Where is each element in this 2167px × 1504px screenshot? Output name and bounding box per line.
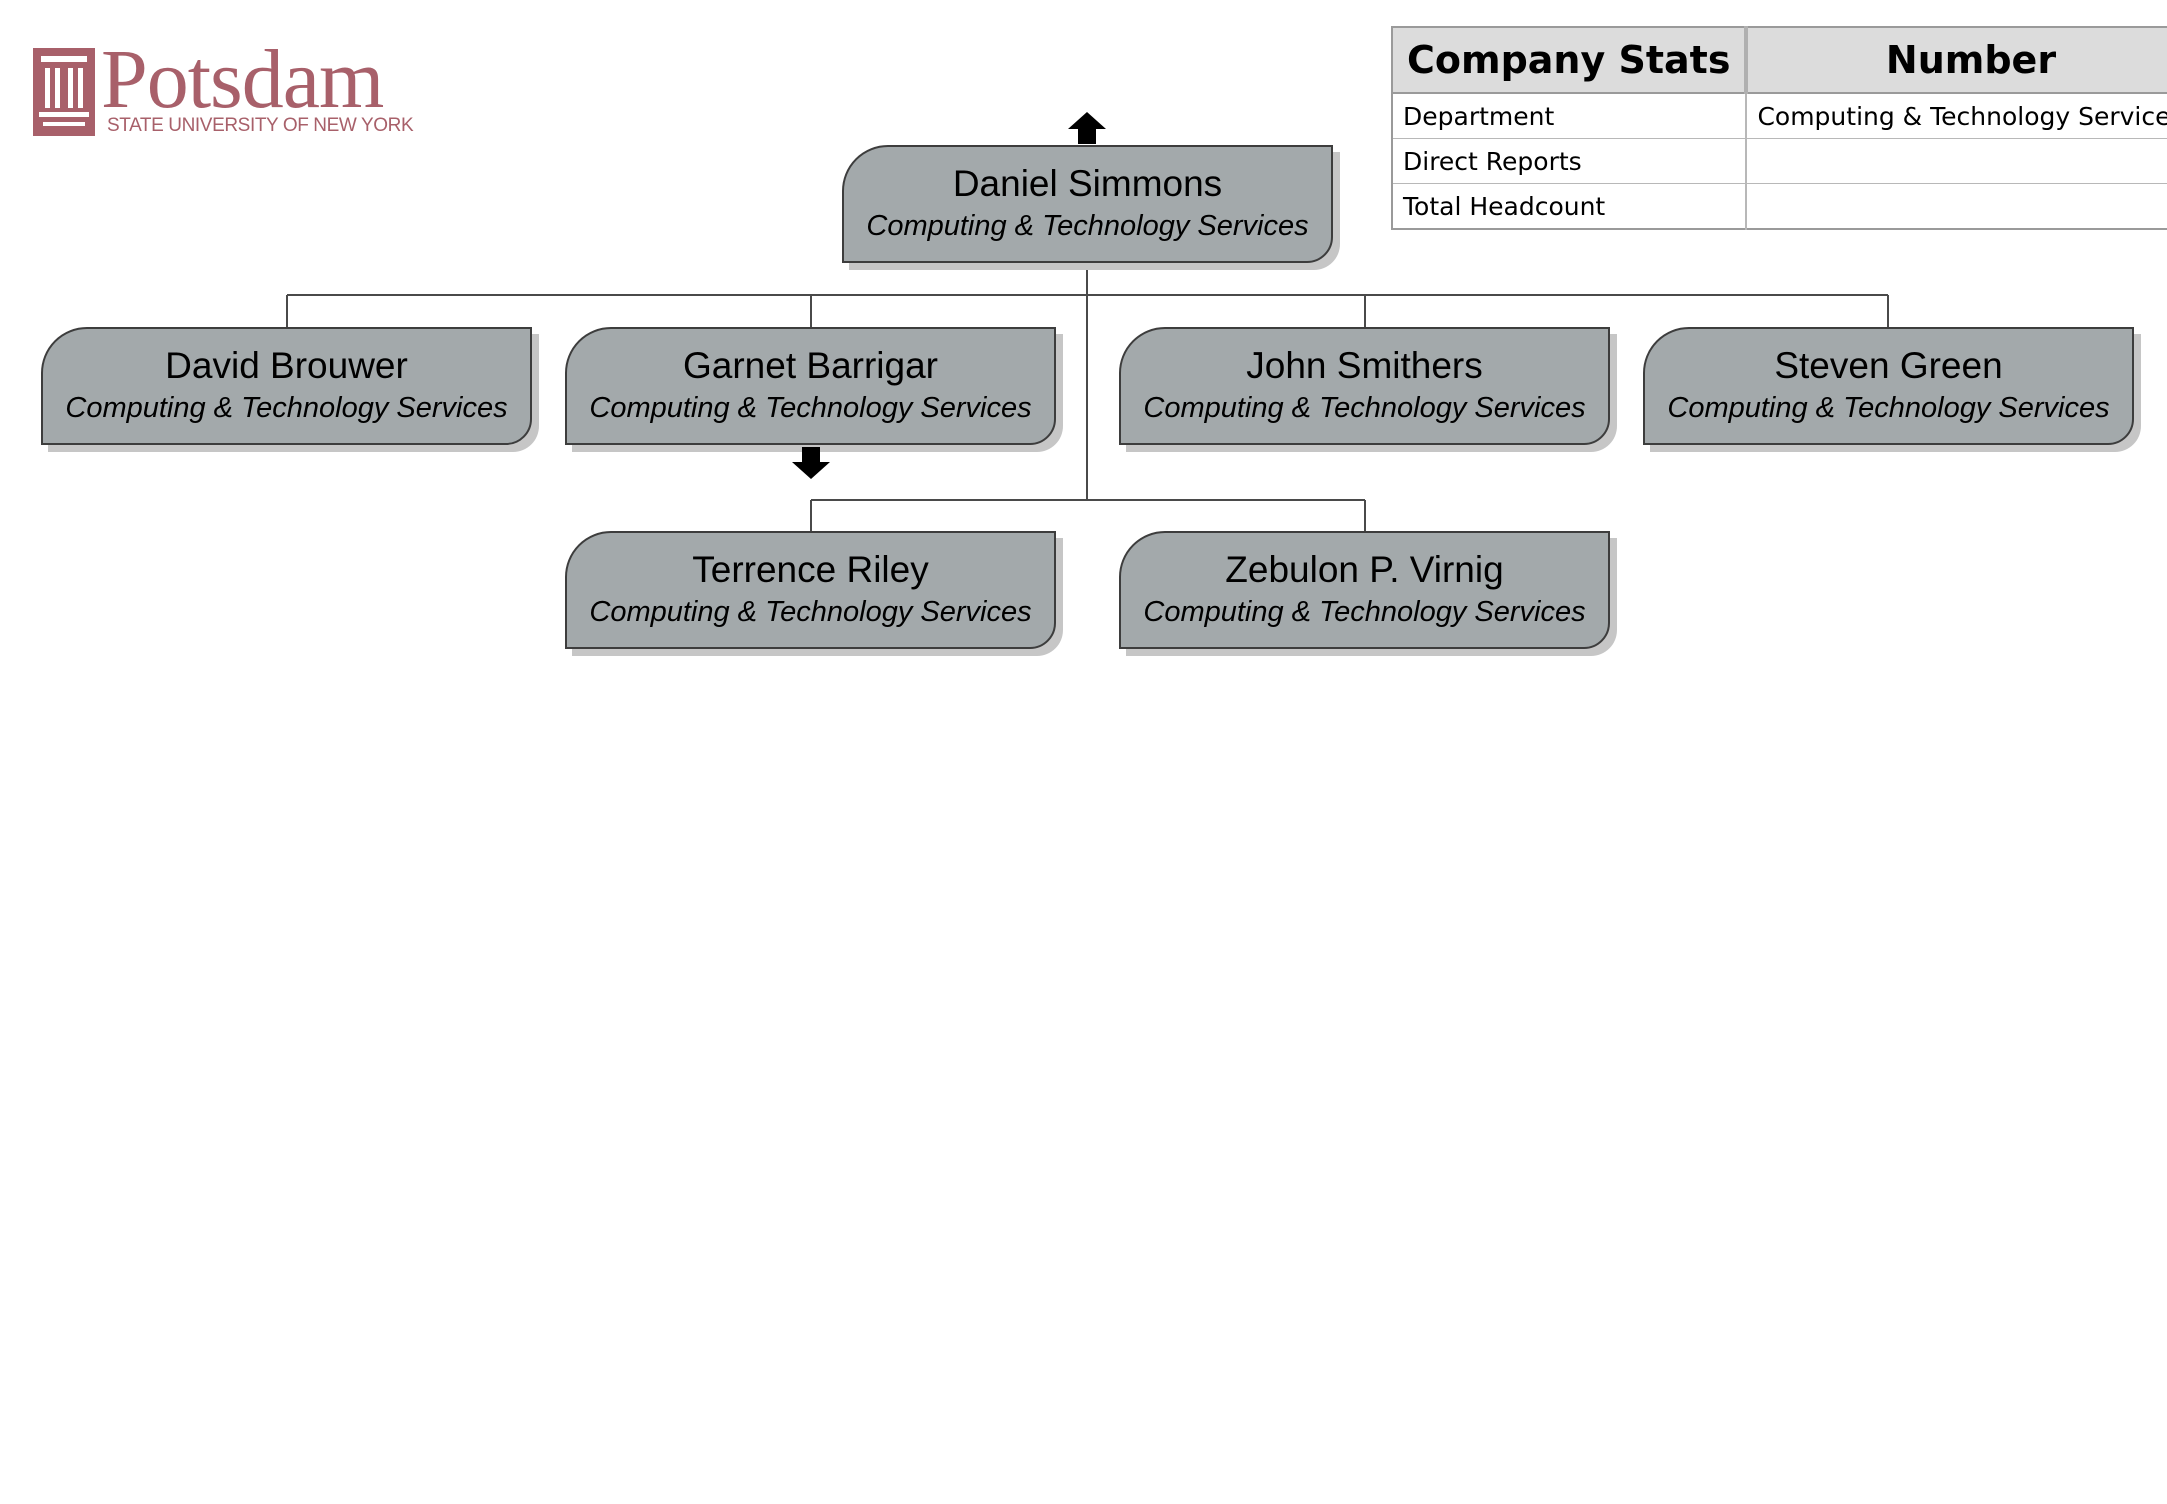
node-dept: Computing & Technology Services (65, 392, 508, 424)
logo-subtitle: STATE UNIVERSITY OF NEW YORK (107, 115, 414, 136)
stats-row-value: Computing & Technology Services (1746, 92, 2167, 139)
arrow-up-icon[interactable] (1068, 112, 1106, 144)
building-icon (33, 48, 95, 136)
node-name: John Smithers (1246, 345, 1483, 386)
stats-header-label: Company Stats (1392, 27, 1749, 94)
stats-row-value: 9 (1746, 183, 2167, 229)
org-node[interactable]: John Smithers Computing & Technology Ser… (1119, 327, 1610, 445)
logo-wordmark: Potsdam (101, 33, 384, 126)
org-node[interactable]: David Brouwer Computing & Technology Ser… (41, 327, 532, 445)
node-name: Garnet Barrigar (683, 345, 938, 386)
stats-row-label: Direct Reports (1392, 138, 1748, 184)
org-node[interactable]: Garnet Barrigar Computing & Technology S… (565, 327, 1056, 445)
arrow-down-icon[interactable] (792, 447, 830, 479)
stats-header-value: Number (1746, 27, 2167, 94)
org-node[interactable]: Terrence Riley Computing & Technology Se… (565, 531, 1056, 649)
stats-header-row: Company Stats Number (1392, 27, 2167, 94)
node-dept: Computing & Technology Services (1667, 392, 2110, 424)
company-stats-table: Company Stats Number Department Computin… (1391, 26, 2167, 230)
node-name: Daniel Simmons (952, 163, 1223, 204)
node-dept: Computing & Technology Services (1143, 392, 1586, 424)
node-name: David Brouwer (165, 345, 408, 386)
stats-row: Department Computing & Technology Servic… (1392, 92, 2167, 139)
node-name: Zebulon P. Virnig (1225, 549, 1504, 590)
stats-row-value: 6 (1746, 138, 2167, 184)
node-dept: Computing & Technology Services (589, 596, 1032, 628)
stats-row: Total Headcount 9 (1392, 183, 2167, 229)
org-node[interactable]: Steven Green Computing & Technology Serv… (1643, 327, 2134, 445)
node-dept: Computing & Technology Services (589, 392, 1032, 424)
node-name: Steven Green (1774, 345, 2003, 386)
node-dept: Computing & Technology Services (1143, 596, 1586, 628)
potsdam-logo: Potsdam STATE UNIVERSITY OF NEW YORK (33, 38, 414, 142)
stats-row: Direct Reports 6 (1392, 138, 2167, 184)
node-name: Terrence Riley (692, 549, 929, 590)
stats-row-label: Department (1392, 92, 1748, 139)
stats-row-label: Total Headcount (1392, 183, 1748, 229)
org-node-root[interactable]: Daniel Simmons Computing & Technology Se… (842, 145, 1333, 263)
org-node[interactable]: Zebulon P. Virnig Computing & Technology… (1119, 531, 1610, 649)
node-dept: Computing & Technology Services (866, 210, 1309, 242)
